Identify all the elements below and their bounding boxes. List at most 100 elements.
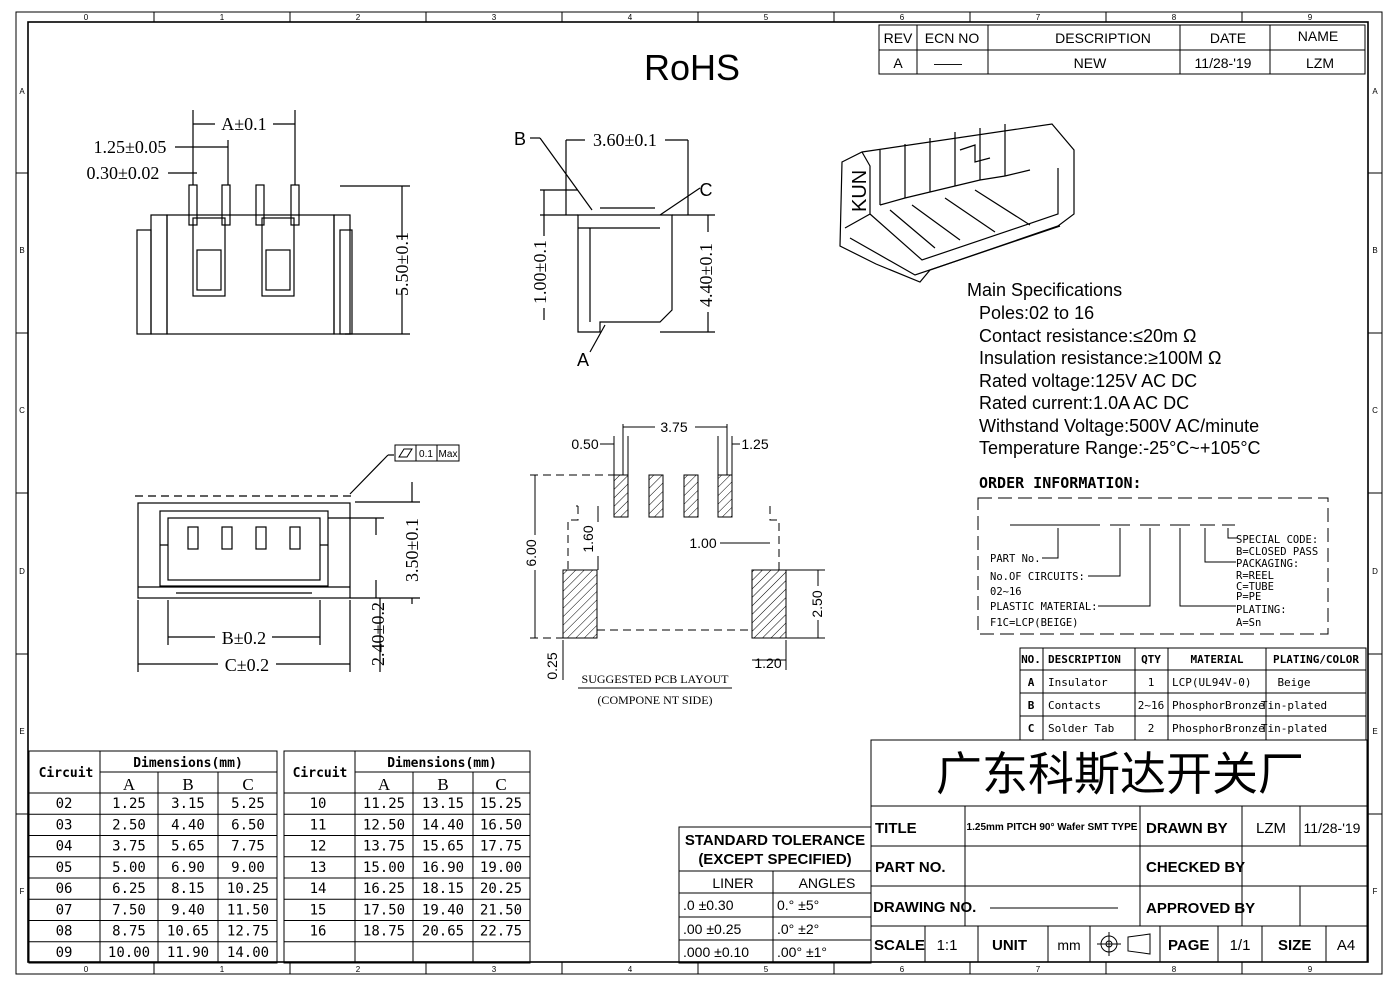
- dim-left-cell: 04: [56, 839, 73, 855]
- dim-left-circuit-header: Circuit: [39, 766, 94, 781]
- order-circuits-label: No.OF CIRCUITS:: [990, 571, 1085, 583]
- tolerance-title: STANDARD TOLERANCE: [685, 832, 865, 849]
- dim-right-cell: 15.00: [363, 860, 405, 876]
- tolerance-header-angles: ANGLES: [799, 875, 856, 891]
- materials-cell: Tin-plated: [1261, 699, 1327, 712]
- order-pe: P=PE: [1236, 591, 1261, 603]
- dim-left-cell: 11.50: [227, 902, 269, 918]
- dim-right-cell: 15.25: [480, 796, 522, 812]
- pcb-caption-side: (COMPONE NT SIDE): [597, 693, 712, 707]
- dim-pcb-125: 1.25: [741, 436, 768, 452]
- order-material-value: F1C=LCP(BEIGE): [990, 617, 1079, 629]
- dim-right-cell: 14.40: [422, 817, 464, 833]
- side-view: [530, 137, 715, 353]
- order-title: ORDER INFORMATION:: [979, 474, 1142, 492]
- front-view: [135, 454, 420, 672]
- dim-left-cell: 3.15: [171, 796, 205, 812]
- frame-col-mark-bottom: 4: [628, 965, 633, 974]
- company-name: 广东科斯达开关厂: [936, 748, 1304, 800]
- rev-value-ecn: ——: [934, 55, 962, 71]
- materials-cell: A: [1028, 676, 1035, 689]
- spec-rated-voltage: Rated voltage:125V AC DC: [979, 371, 1197, 391]
- dim-left-col-b: B: [182, 775, 193, 794]
- dim-pcb-250: 2.50: [809, 590, 825, 617]
- dim-pcb-pitch: 3.75: [660, 419, 687, 435]
- rev-value-rev: A: [893, 55, 903, 71]
- dim-front-h1: 3.50±0.1: [402, 518, 422, 582]
- flatness-icon: [398, 448, 413, 458]
- projection-icon: [1097, 932, 1151, 956]
- dim-pcb-100: 1.00: [689, 535, 716, 551]
- frame-col-mark-top: 0: [84, 13, 89, 22]
- dim-right-cell: 19.40: [422, 902, 464, 918]
- rev-value-description: NEW: [1074, 55, 1107, 71]
- approved-by-label: APPROVED BY: [1146, 900, 1255, 917]
- title-label: TITLE: [875, 820, 917, 837]
- dim-right-cell: 22.75: [480, 924, 522, 940]
- materials-cell: 2: [1148, 722, 1155, 735]
- flatness-callout: 0.1 Max: [394, 444, 460, 462]
- materials-cell: Insulator: [1048, 676, 1108, 689]
- dim-right-col-b: B: [437, 775, 448, 794]
- dim-right-cell: 21.50: [480, 902, 522, 918]
- dim-pcb-600: 6.00: [523, 539, 539, 566]
- dim-left-cell: 7.50: [112, 902, 146, 918]
- dim-side-right: 4.40±0.1: [696, 243, 716, 307]
- dim-side-width: 3.60±0.1: [593, 130, 657, 150]
- isometric-view: [839, 123, 1075, 283]
- dim-left-cell: 9.00: [231, 860, 265, 876]
- dim-left-cell: 06: [56, 881, 73, 897]
- frame-col-mark-bottom: 5: [764, 965, 769, 974]
- page-label: PAGE: [1168, 937, 1209, 954]
- dim-right-cell: 16.90: [422, 860, 464, 876]
- frame-col-mark-top: 3: [492, 13, 497, 22]
- materials-cell: C: [1028, 722, 1035, 735]
- size-label: SIZE: [1278, 937, 1311, 954]
- dim-left-cell: 02: [56, 796, 73, 812]
- dim-left-cell: 2.50: [112, 817, 146, 833]
- order-closed-pass: B=CLOSED PASS: [1236, 546, 1318, 558]
- rev-value-date: 11/28-'19: [1195, 55, 1252, 71]
- order-special-code: SPECIAL CODE:: [1236, 534, 1318, 546]
- dim-top-width: 0.30±0.02: [87, 163, 160, 183]
- dim-front-h2: 2.40±0.2: [368, 602, 388, 666]
- spec-temperature-range: Temperature Range:-25°C~+105°C: [979, 438, 1261, 458]
- dim-right-cell: 11: [310, 817, 327, 833]
- frame-col-mark-bottom: 9: [1308, 965, 1313, 974]
- scale-value: 1:1: [937, 937, 958, 954]
- frame-row-mark-left: D: [19, 567, 25, 576]
- frame-col-mark-bottom: 8: [1172, 965, 1177, 974]
- frame-row-mark-left: A: [19, 87, 25, 96]
- unit-label: UNIT: [992, 937, 1027, 954]
- materials-header: NO.: [1021, 653, 1041, 666]
- scale-label: SCALE: [874, 937, 925, 954]
- dim-left-cell: 8.75: [112, 924, 146, 940]
- dim-left-cell: 8.15: [171, 881, 205, 897]
- drawing-no-label: DRAWING NO.: [873, 899, 976, 916]
- dim-right-cell: 15.65: [422, 839, 464, 855]
- order-circuits-range: 02~16: [990, 586, 1022, 598]
- dim-side-left: 1.00±0.1: [530, 240, 550, 304]
- dim-right-cell: 13.75: [363, 839, 405, 855]
- frame-col-mark-top: 9: [1308, 13, 1313, 22]
- dim-top-a: A±0.1: [221, 114, 266, 134]
- frame-col-mark-top: 6: [900, 13, 905, 22]
- dim-left-cell: 09: [56, 945, 73, 961]
- drawn-by-date: 11/28-'19: [1304, 820, 1361, 836]
- dim-left-cell: 6.25: [112, 881, 146, 897]
- materials-cell: PhosphorBronze: [1172, 699, 1265, 712]
- dim-left-cell: 4.40: [171, 817, 205, 833]
- materials-header: PLATING/COLOR: [1273, 653, 1359, 666]
- checked-by-label: CHECKED BY: [1146, 859, 1245, 876]
- frame-col-mark-bottom: 2: [356, 965, 361, 974]
- dim-left-cell: 9.40: [171, 902, 205, 918]
- dim-right-cell: 14: [310, 881, 327, 897]
- spec-contact-resistance: Contact resistance:≤20m Ω: [979, 326, 1196, 346]
- dim-right-cell: 15: [310, 902, 327, 918]
- drawn-by-label: DRAWN BY: [1146, 820, 1228, 837]
- frame-row-mark-left: C: [19, 406, 25, 415]
- iso-brand-mark: KUN: [849, 170, 871, 212]
- spec-rated-current: Rated current:1.0A AC DC: [979, 393, 1189, 413]
- dim-front-c: C±0.2: [225, 655, 269, 675]
